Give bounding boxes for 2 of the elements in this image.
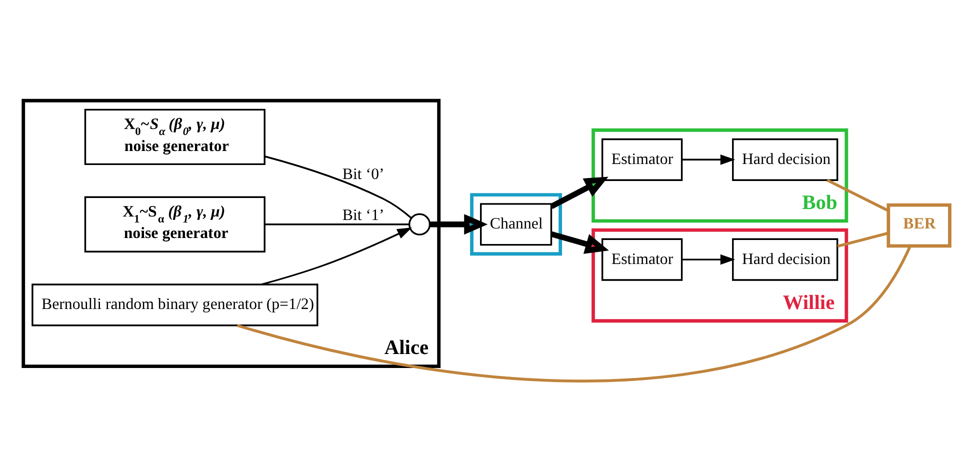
edge-label: Bit ‘0’ bbox=[342, 166, 384, 183]
edge-label: Bit ‘1’ bbox=[342, 206, 384, 224]
